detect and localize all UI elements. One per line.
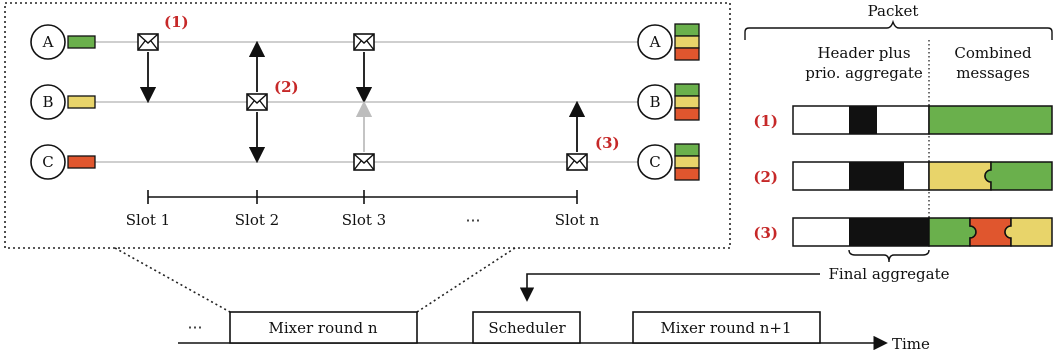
packet-brace bbox=[744, 19, 1053, 40]
packet-row-2-marker: (2) bbox=[753, 168, 778, 186]
messages-label-line1: Combined bbox=[954, 44, 1032, 62]
packet-row-2-msg-yellow bbox=[928, 161, 992, 191]
slot-ellipsis: ⋯ bbox=[466, 211, 481, 229]
final-aggregate-arrow bbox=[519, 273, 820, 302]
packet-row-1-aggregate bbox=[849, 106, 877, 134]
envelope-icon-slot1 bbox=[137, 33, 159, 51]
slot-label-3: Slot 3 bbox=[342, 211, 386, 229]
mixer-round-n-label: Mixer round n bbox=[269, 319, 378, 337]
packet-row-3-msg-yellow bbox=[1004, 217, 1053, 247]
packet-row-2-msg-green bbox=[984, 161, 1053, 191]
timeline-ellipsis: ⋯ bbox=[188, 318, 203, 336]
packet-row-1-marker: (1) bbox=[753, 112, 778, 130]
node-b-left: B bbox=[30, 84, 96, 120]
mixer-round-next-label: Mixer round n+1 bbox=[660, 319, 791, 337]
header-label-line1: Header plus bbox=[817, 44, 910, 62]
packet-row-2-aggregate bbox=[849, 162, 904, 190]
zoom-connector-left bbox=[114, 247, 231, 313]
marker-1-slot: (1) bbox=[164, 13, 189, 31]
packet-row-3-msg-green bbox=[928, 217, 977, 247]
envelope-icon-slot3-a bbox=[353, 33, 375, 51]
header-label-line2: prio. aggregate bbox=[805, 64, 923, 82]
final-aggregate-brace bbox=[848, 249, 930, 263]
marker-3-slot: (3) bbox=[595, 134, 620, 152]
scheduler-label: Scheduler bbox=[488, 319, 566, 337]
svg-text:A: A bbox=[649, 33, 661, 51]
zoom-connector-right bbox=[416, 247, 516, 313]
slot-label-2: Slot 2 bbox=[235, 211, 279, 229]
marker-2-slot: (2) bbox=[274, 78, 299, 96]
node-c-right: C bbox=[637, 143, 700, 181]
mixer-round-n-box bbox=[229, 311, 418, 344]
node-a-right: A bbox=[637, 23, 700, 61]
slot-label-1: Slot 1 bbox=[126, 211, 170, 229]
messages-label-line2: messages bbox=[956, 64, 1030, 82]
slot-label-n: Slot n bbox=[555, 211, 600, 229]
svg-text:A: A bbox=[42, 33, 54, 51]
envelope-icon-slot2 bbox=[246, 93, 268, 111]
packet-title: Packet bbox=[868, 2, 919, 20]
node-b-right: B bbox=[637, 83, 700, 121]
packet-row-3-aggregate bbox=[849, 218, 929, 246]
svg-text:B: B bbox=[42, 93, 53, 111]
svg-text:B: B bbox=[649, 93, 660, 111]
envelope-icon-slotn bbox=[566, 153, 588, 171]
scheduler-box bbox=[472, 311, 581, 344]
time-label: Time bbox=[892, 335, 930, 353]
mixer-round-next-box bbox=[632, 311, 821, 344]
svg-text:C: C bbox=[649, 153, 660, 171]
packet-row-1-msg-green bbox=[928, 105, 1053, 135]
svg-text:C: C bbox=[42, 153, 53, 171]
envelope-icon-slot3-c bbox=[353, 153, 375, 171]
packet-row-3-marker: (3) bbox=[753, 224, 778, 242]
final-aggregate-label: Final aggregate bbox=[828, 265, 949, 283]
node-c-left: C bbox=[30, 144, 96, 180]
node-a-left: A bbox=[30, 24, 96, 60]
